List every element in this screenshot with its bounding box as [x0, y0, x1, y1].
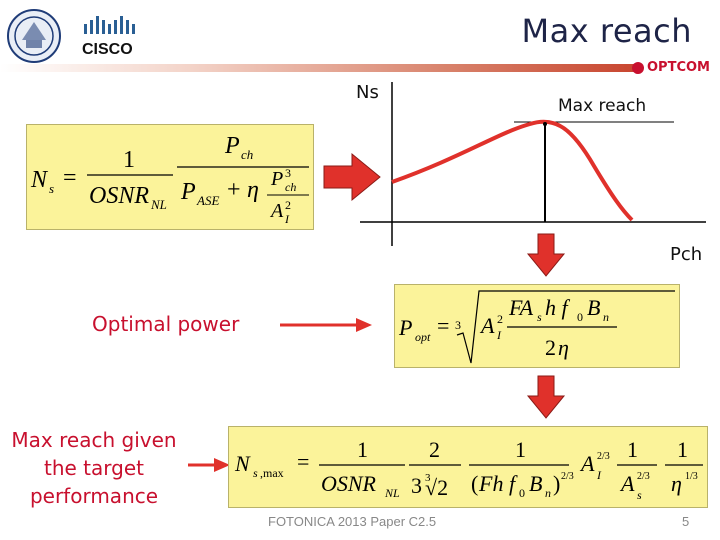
svg-text:s: s: [49, 181, 54, 196]
svg-text:0: 0: [519, 486, 525, 500]
svg-text:2/3: 2/3: [597, 451, 610, 462]
svg-text:CISCO: CISCO: [82, 41, 133, 58]
svg-text:ASE: ASE: [196, 193, 219, 208]
svg-text:2: 2: [429, 437, 440, 462]
svg-text:2: 2: [497, 312, 503, 326]
header-divider: [0, 64, 640, 72]
svg-text:3: 3: [411, 473, 422, 498]
slide-title: Max reach: [521, 12, 692, 50]
svg-text:N: N: [234, 451, 251, 476]
svg-text:√2: √2: [425, 475, 448, 500]
series-line-ns-vs-pch: [391, 119, 634, 222]
svg-text:=: =: [437, 313, 449, 338]
svg-text:I: I: [596, 468, 602, 482]
svg-text:N: N: [30, 167, 49, 193]
optcom-logo-text: OPTCOM: [647, 60, 710, 75]
svg-text:(: (: [471, 471, 478, 496]
svg-text:s: s: [537, 310, 542, 324]
svg-text:opt: opt: [415, 330, 431, 344]
formula-ns: N s = 1 OSNR NL P ch P ASE + η P 3 ch A …: [30, 133, 309, 226]
annotation-max-reach: Max reach: [558, 96, 647, 116]
page-number: 5: [682, 514, 690, 529]
svg-text:P: P: [224, 133, 240, 159]
svg-text:2/3: 2/3: [561, 471, 574, 482]
svg-text:h f: h f: [545, 295, 571, 320]
optimal-power-label: Optimal power: [92, 312, 240, 336]
svg-text:P: P: [180, 179, 196, 205]
svg-text:P: P: [398, 315, 412, 340]
svg-text:η: η: [671, 471, 682, 496]
svg-text:A: A: [579, 451, 595, 476]
optcom-logo: OPTCOM: [632, 60, 710, 75]
svg-text:n: n: [545, 486, 551, 500]
svg-text:1: 1: [677, 437, 688, 462]
arrow-down-icon: [526, 232, 566, 282]
svg-text:2: 2: [285, 198, 291, 212]
formula-popt: P opt = 3 A 2 I FA s h f 0 B n 2 η: [398, 290, 675, 364]
svg-text:3: 3: [285, 166, 291, 180]
svg-text:A: A: [479, 313, 495, 338]
svg-text:η: η: [247, 177, 259, 203]
svg-text:=: =: [297, 449, 309, 474]
svg-text:NL: NL: [384, 486, 400, 500]
svg-text:1/3: 1/3: [685, 471, 698, 482]
svg-text:I: I: [496, 328, 502, 342]
y-axis-label: Ns: [356, 82, 379, 103]
cisco-logo: CISCO: [78, 12, 154, 60]
svg-text:1: 1: [123, 147, 135, 173]
formula-popt-box: P opt = 3 A 2 I FA s h f 0 B n 2 η: [394, 284, 680, 368]
svg-text:η: η: [558, 335, 569, 360]
max-reach-target-label: Max reach given the target performance: [4, 426, 184, 510]
svg-text:3: 3: [455, 318, 461, 332]
svg-text:OSNR: OSNR: [321, 471, 377, 496]
svg-text:): ): [553, 471, 560, 496]
max-reach-target-line2: the target: [44, 456, 144, 480]
svg-text:A: A: [269, 200, 284, 222]
svg-text:1: 1: [627, 437, 638, 462]
svg-text:0: 0: [577, 310, 583, 324]
svg-text:+: +: [227, 177, 241, 203]
svg-text:n: n: [603, 310, 609, 324]
svg-text:ch: ch: [241, 147, 253, 162]
svg-text:I: I: [284, 212, 290, 226]
svg-text:FA: FA: [508, 295, 534, 320]
formula-ns-box: N s = 1 OSNR NL P ch P ASE + η P 3 ch A …: [26, 124, 314, 230]
max-reach-target-line3: performance: [29, 484, 159, 508]
svg-text:s: s: [637, 488, 642, 502]
arrow-to-nsmax-icon: [186, 456, 232, 478]
formula-nsmax-box: N s ,max = 1 OSNR NL 2 3 3 √2 1 ( Fh f 0…: [228, 426, 708, 508]
max-reach-point: [543, 122, 547, 126]
x-axis-label: Pch: [670, 244, 703, 265]
svg-text:Fh f: Fh f: [478, 471, 518, 496]
arrow-right-icon: [322, 152, 382, 206]
max-reach-target-line1: Max reach given: [11, 428, 177, 452]
svg-text:s: s: [253, 466, 258, 480]
arrow-to-popt-icon: [278, 316, 374, 338]
svg-text:OSNR: OSNR: [89, 183, 149, 209]
formula-nsmax: N s ,max = 1 OSNR NL 2 3 3 √2 1 ( Fh f 0…: [234, 437, 703, 502]
reach-chart: [350, 76, 720, 266]
svg-text:ch: ch: [285, 180, 296, 194]
svg-text:P: P: [270, 168, 283, 190]
svg-text:=: =: [63, 165, 77, 191]
svg-text:1: 1: [357, 437, 368, 462]
svg-text:A: A: [619, 471, 635, 496]
footer-text: FOTONICA 2013 Paper C2.5: [268, 514, 437, 529]
svg-text:2: 2: [545, 335, 556, 360]
svg-text:NL: NL: [150, 197, 167, 212]
arrow-down-2-icon: [526, 374, 566, 424]
svg-text:1: 1: [515, 437, 526, 462]
svg-text:B: B: [587, 295, 600, 320]
svg-text:B: B: [529, 471, 542, 496]
svg-text:2/3: 2/3: [637, 471, 650, 482]
svg-text:,max: ,max: [260, 466, 284, 480]
university-seal-logo: [4, 8, 64, 64]
svg-text:3: 3: [425, 472, 431, 484]
optcom-logo-icon: [632, 61, 644, 74]
